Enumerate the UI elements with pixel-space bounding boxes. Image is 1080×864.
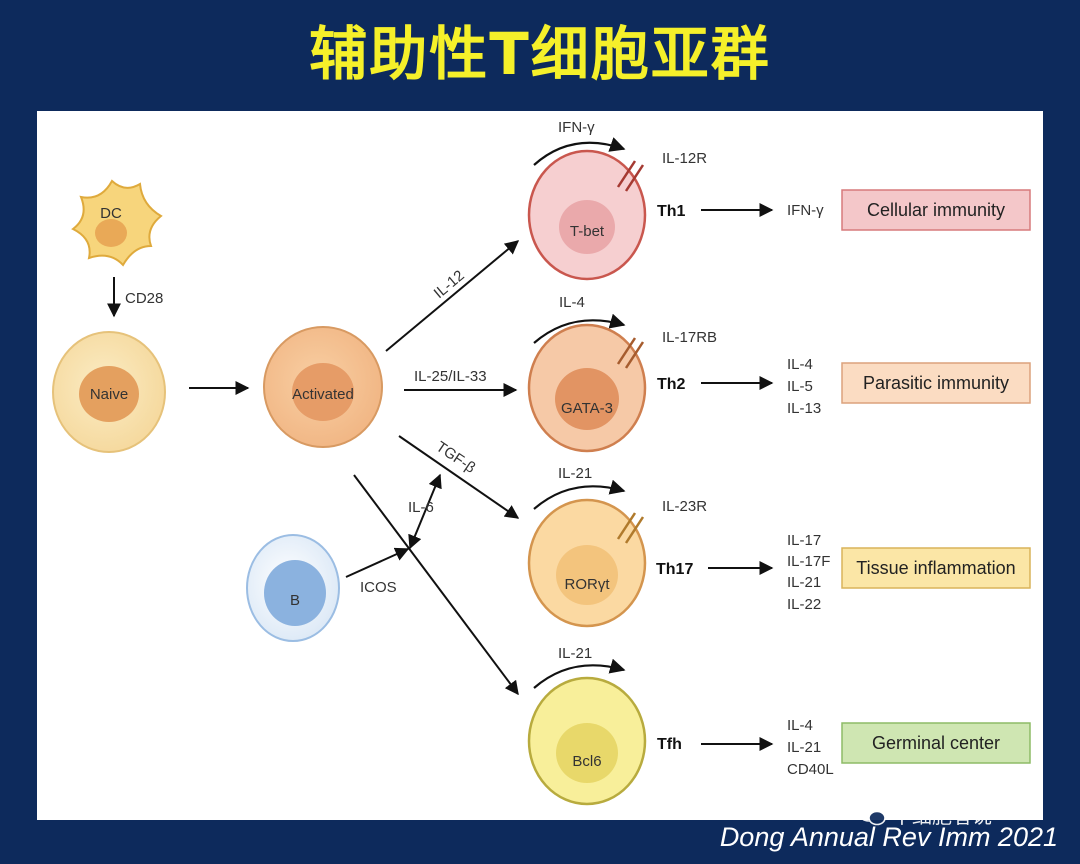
activated-cell: Activated	[263, 326, 383, 448]
th1-receptor-line-b	[624, 164, 645, 192]
il12-label: IL-12	[431, 267, 468, 302]
il25-il33-label: IL-25/IL-33	[414, 368, 487, 385]
slide-title: 辅助性T细胞亚群	[309, 20, 771, 88]
th1-loop-label: IFN-γ	[558, 119, 595, 136]
wechat-icon	[858, 803, 886, 825]
th1-function: Cellular immunity	[867, 200, 1005, 220]
th1-output-0: IFN-γ	[787, 202, 824, 219]
diagram-panel: DC CD28 Naive Activated IL-12 IL-25/IL-3…	[37, 111, 1043, 820]
tfh-name: Tfh	[657, 736, 682, 753]
th17-function-box	[841, 547, 1031, 589]
th2-function-box	[841, 362, 1031, 404]
activated-label: Activated	[292, 386, 354, 403]
th17-name: Th17	[656, 561, 693, 578]
th1-receptor-label: IL-12R	[662, 150, 707, 167]
icos-label: ICOS	[360, 579, 397, 596]
activated-to-th1-arrow	[385, 240, 520, 352]
th2-name: Th2	[657, 376, 686, 393]
dc-label: DC	[100, 205, 122, 222]
b-label: B	[290, 592, 300, 609]
dc-cell: DC	[71, 179, 163, 267]
th2-loop-label: IL-4	[559, 294, 585, 311]
naive-label: Naive	[90, 386, 128, 403]
th2-receptor-line-a	[616, 337, 637, 365]
th17-function: Tissue inflammation	[856, 558, 1015, 578]
th2-output-2: IL-13	[787, 400, 821, 417]
b-cell: B	[246, 534, 340, 642]
th2-nucleus	[555, 368, 619, 430]
th2-output-0: IL-4	[787, 356, 813, 373]
t-helper-diagram: DC CD28 Naive Activated IL-12 IL-25/IL-3…	[52, 119, 1031, 806]
th17-loop-label: IL-21	[558, 465, 592, 482]
th2-receptor-label: IL-17RB	[662, 329, 717, 346]
tfh-output-2: CD40L	[787, 761, 834, 778]
th1-function-box	[841, 189, 1031, 231]
th1-tf-label: T-bet	[570, 223, 605, 240]
tfh-function: Germinal center	[872, 733, 1000, 753]
th17-autocrine-arrow	[533, 479, 626, 510]
watermark-text: 干细胞者说	[892, 804, 992, 828]
th2-output-1: IL-5	[787, 378, 813, 395]
icos-arrow	[345, 547, 410, 578]
th2-function: Parasitic immunity	[863, 373, 1009, 393]
th17-output-1: IL-17F	[787, 553, 830, 570]
tfh-loop-label: IL-21	[558, 645, 592, 662]
th1-autocrine-arrow	[533, 137, 626, 166]
th17-output-2: IL-21	[787, 574, 821, 591]
tfh-nucleus	[556, 723, 618, 783]
th17-receptor-line-a	[616, 512, 637, 540]
tfh-subset: IL-21 Bcl6 Tfh IL-4 IL-21 CD40L Germinal…	[527, 645, 1031, 806]
tfh-autocrine-arrow	[533, 658, 626, 689]
tfh-tf-label: Bcl6	[572, 753, 601, 770]
tgfb-label: TGF-β	[433, 438, 479, 477]
th2-tf-label: GATA-3	[561, 400, 613, 417]
th17-receptor-line-b	[624, 516, 645, 544]
tfh-output-0: IL-4	[787, 717, 813, 734]
il6-double-arrow	[408, 473, 442, 550]
th17-receptor-label: IL-23R	[662, 498, 707, 515]
activated-to-th17-arrow	[398, 435, 520, 519]
th17-output-0: IL-17	[787, 532, 821, 549]
th2-receptor-line-b	[624, 341, 645, 369]
th17-tf-label: RORγt	[565, 576, 611, 593]
th1-subset: IFN-γ T-bet IL-12R Th1 IFN-γ Cellular im…	[527, 119, 1031, 281]
activated-to-tfh-arrow	[353, 474, 519, 696]
th2-subset: IL-4 GATA-3 IL-17RB Th2 IL-4 IL-5 IL-13 …	[527, 294, 1031, 453]
th17-nucleus	[556, 545, 618, 605]
naive-cell: Naive	[52, 331, 166, 453]
tfh-function-box	[841, 722, 1031, 764]
th17-output-3: IL-22	[787, 596, 821, 613]
watermark: 干细胞者说	[858, 800, 992, 829]
il6-label: IL-6	[408, 499, 434, 516]
cd28-label: CD28	[125, 290, 163, 307]
citation: Dong Annual Rev Imm 2021	[719, 822, 1058, 852]
th1-nucleus	[559, 200, 615, 254]
tfh-output-1: IL-21	[787, 739, 821, 756]
th17-subset: IL-21 RORγt IL-23R Th17 IL-17 IL-17F IL-…	[527, 465, 1031, 628]
th1-name: Th1	[657, 203, 686, 220]
th2-autocrine-arrow	[533, 313, 626, 344]
th1-receptor-line-a	[616, 160, 637, 188]
